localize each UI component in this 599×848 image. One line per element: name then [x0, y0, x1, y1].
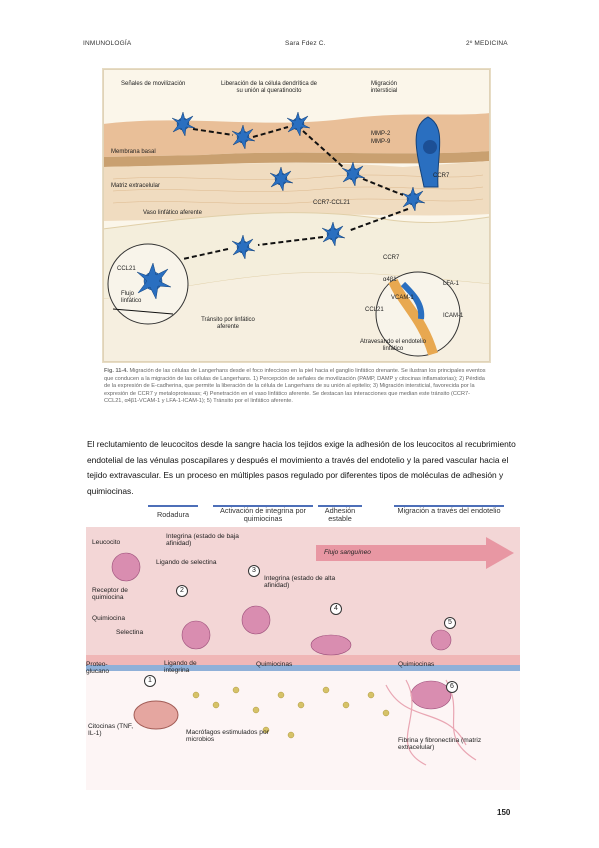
- stage-line-4: [394, 505, 504, 507]
- label-macrophages: Macrófagos estimulados por microbios: [186, 729, 269, 744]
- figure-leukocyte-recruitment: Rodadura Activación de integrina por qui…: [86, 505, 520, 790]
- label-ccl21-right: CCL21: [365, 307, 384, 313]
- step-3: 3: [248, 565, 260, 577]
- label-lfa1: LFA-1: [443, 281, 460, 287]
- header-author: Sara Fdez C.: [285, 40, 326, 47]
- header-year: 2º MEDICINA: [466, 40, 508, 47]
- label-matrix: Matriz extracelular: [111, 183, 161, 189]
- label-chemokine-receptor: Receptor de quimiocina: [92, 587, 128, 602]
- body-paragraph: El reclutamiento de leucocitos desde la …: [87, 439, 516, 497]
- label-cytokines: Citocinas (TNF, IL-1): [88, 723, 134, 738]
- stage-integrin-activation: Activación de integrina por quimiocinas: [220, 506, 306, 523]
- label-selectin-ligand: Ligando de selectina: [156, 559, 217, 566]
- stage-stable-adhesion: Adhesión estable: [324, 506, 356, 523]
- label-ccr7-inset: CCR7: [383, 255, 400, 261]
- label-ccr7-top: CCR7: [433, 173, 450, 179]
- label-selectin: Selectina: [116, 629, 144, 636]
- label-ccr7-ccl21: CCR7-CCL21: [313, 200, 351, 206]
- label-chemokines-1: Quimiocinas: [256, 661, 293, 668]
- label-chemokine: Quimiocina: [92, 615, 125, 622]
- label-icam1: ICAM-1: [443, 313, 464, 319]
- label-chemokines-2: Quimiocinas: [398, 661, 435, 668]
- step-6: 6: [446, 681, 458, 693]
- label-mmp2: MMP-2: [371, 131, 391, 137]
- label-integrin-ligand: Ligando de integrina: [164, 660, 197, 675]
- label-a4b1: α4β1: [383, 277, 397, 283]
- label-release: Liberación de la célula dendrítica de su…: [220, 81, 318, 94]
- label-proteoglycan: Proteo-glucano: [86, 661, 110, 676]
- label-migration: Migración intersticial: [370, 81, 398, 94]
- label-mmp9: MMP-9: [371, 139, 391, 145]
- page-number: 150: [497, 808, 511, 817]
- step-2: 2: [176, 585, 188, 597]
- label-integrin-low: Integrina (estado de baja afinidad): [166, 533, 239, 548]
- caption-text: Migración de las células de Langerhans d…: [104, 368, 486, 405]
- label-transit: Tránsito por linfático aferente: [201, 317, 255, 330]
- label-crossing: Atravesando el endotelio linfático: [359, 339, 427, 352]
- label-vcam1: VCAM-1: [391, 295, 414, 301]
- label-fibrin: Fibrina y fibronectina (matriz extracelu…: [398, 737, 482, 752]
- stage-line-1: [148, 505, 198, 507]
- stage-transmigration: Migración a través del endotelio: [397, 506, 501, 515]
- label-membrane: Membrana basal: [111, 149, 156, 155]
- label-flow: Flujo linfático: [121, 291, 142, 304]
- figure-langerhans-migration: Señales de movilización Liberación de la…: [102, 68, 491, 363]
- label-signals: Señales de movilización: [121, 81, 186, 87]
- figure1-caption: Fig. 11-4. Migración de las células de L…: [104, 368, 488, 406]
- step-4: 4: [330, 603, 342, 615]
- label-integrin-high: Integrina (estado de alta afinidad): [264, 575, 336, 590]
- figure1-illustration: [103, 69, 490, 362]
- stage-line-2: [213, 505, 313, 507]
- header-course: INMUNOLOGÍA: [83, 40, 132, 47]
- stage-rolling: Rodadura: [156, 510, 190, 519]
- step-1: 1: [144, 675, 156, 687]
- caption-figure-number: Fig. 11-4.: [104, 368, 128, 374]
- label-leukocyte: Leucocito: [92, 539, 121, 546]
- label-vessel: Vaso linfático aferente: [143, 210, 202, 216]
- stage-line-3: [318, 505, 362, 507]
- step-5: 5: [444, 617, 456, 629]
- label-blood-flow: Flujo sanguíneo: [324, 549, 371, 556]
- label-ccl21-left: CCL21: [117, 266, 136, 272]
